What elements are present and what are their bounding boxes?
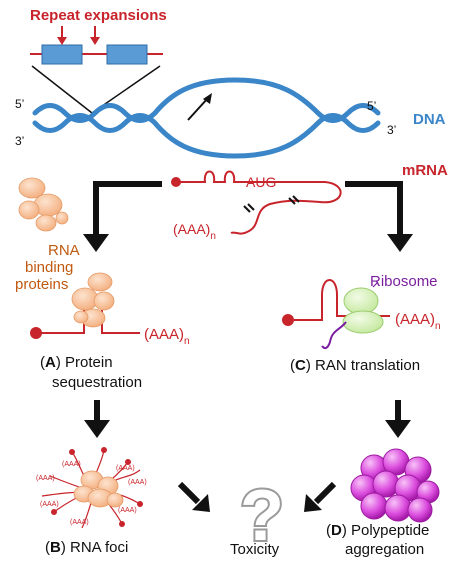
question-mark-icon: ? xyxy=(240,476,284,556)
repeat-expansions-title: Repeat expansions xyxy=(30,7,167,24)
branch-arrow-left xyxy=(83,181,162,252)
mrna-polya: (AAA)n xyxy=(173,221,216,242)
gene-diagram xyxy=(30,26,163,114)
cap-panel-c xyxy=(282,314,294,326)
rna-binding-proteins-cluster xyxy=(18,177,69,232)
dna-helix xyxy=(32,77,381,159)
foci-proteins xyxy=(73,470,124,508)
panel-d-label-line2: aggregation xyxy=(345,541,424,558)
dna-label: DNA xyxy=(413,111,446,128)
mrna-label: mRNA xyxy=(402,162,448,179)
mrna-molecule: AUG (AAA)n xyxy=(171,170,342,242)
three-prime-left: 3’ xyxy=(15,134,24,148)
branch-arrow-right xyxy=(345,181,413,252)
svg-text:(AAA): (AAA) xyxy=(70,519,89,526)
panel-d-label: (D) Polypeptide xyxy=(326,522,429,539)
sequestered-proteins xyxy=(71,272,115,328)
down-arrow-a-to-b xyxy=(84,400,110,438)
mrna-cap xyxy=(171,177,181,187)
panel-a-label-line2: sequestration xyxy=(52,374,142,391)
rna-foci: (AAA) (AAA) (AAA) (AAA) (AAA) (AAA) (AAA… xyxy=(36,447,147,529)
svg-text:(AAA): (AAA) xyxy=(116,465,135,472)
svg-text:(AAA): (AAA) xyxy=(118,507,137,514)
svg-text:(AAA): (AAA) xyxy=(128,479,147,486)
exon-box-1 xyxy=(41,44,83,65)
ribosome-label: Ribosome xyxy=(370,273,438,290)
arrow-b-to-toxicity xyxy=(177,481,210,512)
ribosome-pointer xyxy=(372,281,379,288)
repeat-arrow-1 xyxy=(57,26,67,45)
nascent-polypeptide xyxy=(321,321,347,350)
down-arrow-c-to-d xyxy=(385,400,411,438)
ran-mrna xyxy=(282,279,390,326)
aug-label: AUG xyxy=(246,174,276,190)
foci-caps xyxy=(51,447,143,527)
panel-b-label: (B) RNA foci xyxy=(45,539,128,556)
repeat-arrow-2 xyxy=(90,26,100,45)
svg-text:(AAA): (AAA) xyxy=(62,461,81,468)
panel-a-label: (A) Protein xyxy=(40,354,113,371)
dna-strand-bottom xyxy=(32,113,381,159)
arrow-d-to-toxicity xyxy=(304,481,337,512)
three-prime-right: 3’ xyxy=(387,123,396,137)
rbp-label-line1: RNA xyxy=(48,242,80,259)
svg-text:(AAA): (AAA) xyxy=(36,475,55,482)
mrna-strand xyxy=(177,170,342,235)
break-mark-1 xyxy=(243,205,251,213)
rbp-label-line2: binding xyxy=(25,259,73,276)
exon-box-2 xyxy=(106,44,148,65)
panel-c-label: (C) RAN translation xyxy=(290,357,420,374)
polya-panel-a: (AAA)n xyxy=(144,326,190,347)
five-prime-left: 5’ xyxy=(15,97,24,111)
rbp-label-line3: proteins xyxy=(15,276,68,293)
foci-polya-labels: (AAA) (AAA) (AAA) (AAA) (AAA) (AAA) (AAA… xyxy=(36,461,147,526)
polya-panel-c: (AAA)n xyxy=(395,311,441,332)
svg-text:(AAA): (AAA) xyxy=(40,501,59,508)
break-mark-2 xyxy=(288,197,296,205)
polypeptide-aggregate xyxy=(350,448,440,523)
cap-panel-a xyxy=(30,327,42,339)
toxicity-label: Toxicity xyxy=(230,541,280,558)
dna-strand-top xyxy=(32,77,381,123)
ribosome xyxy=(342,287,384,334)
transcription-arrow xyxy=(187,93,212,121)
zoom-line-left xyxy=(31,65,93,114)
five-prime-right: 5’ xyxy=(367,99,376,113)
